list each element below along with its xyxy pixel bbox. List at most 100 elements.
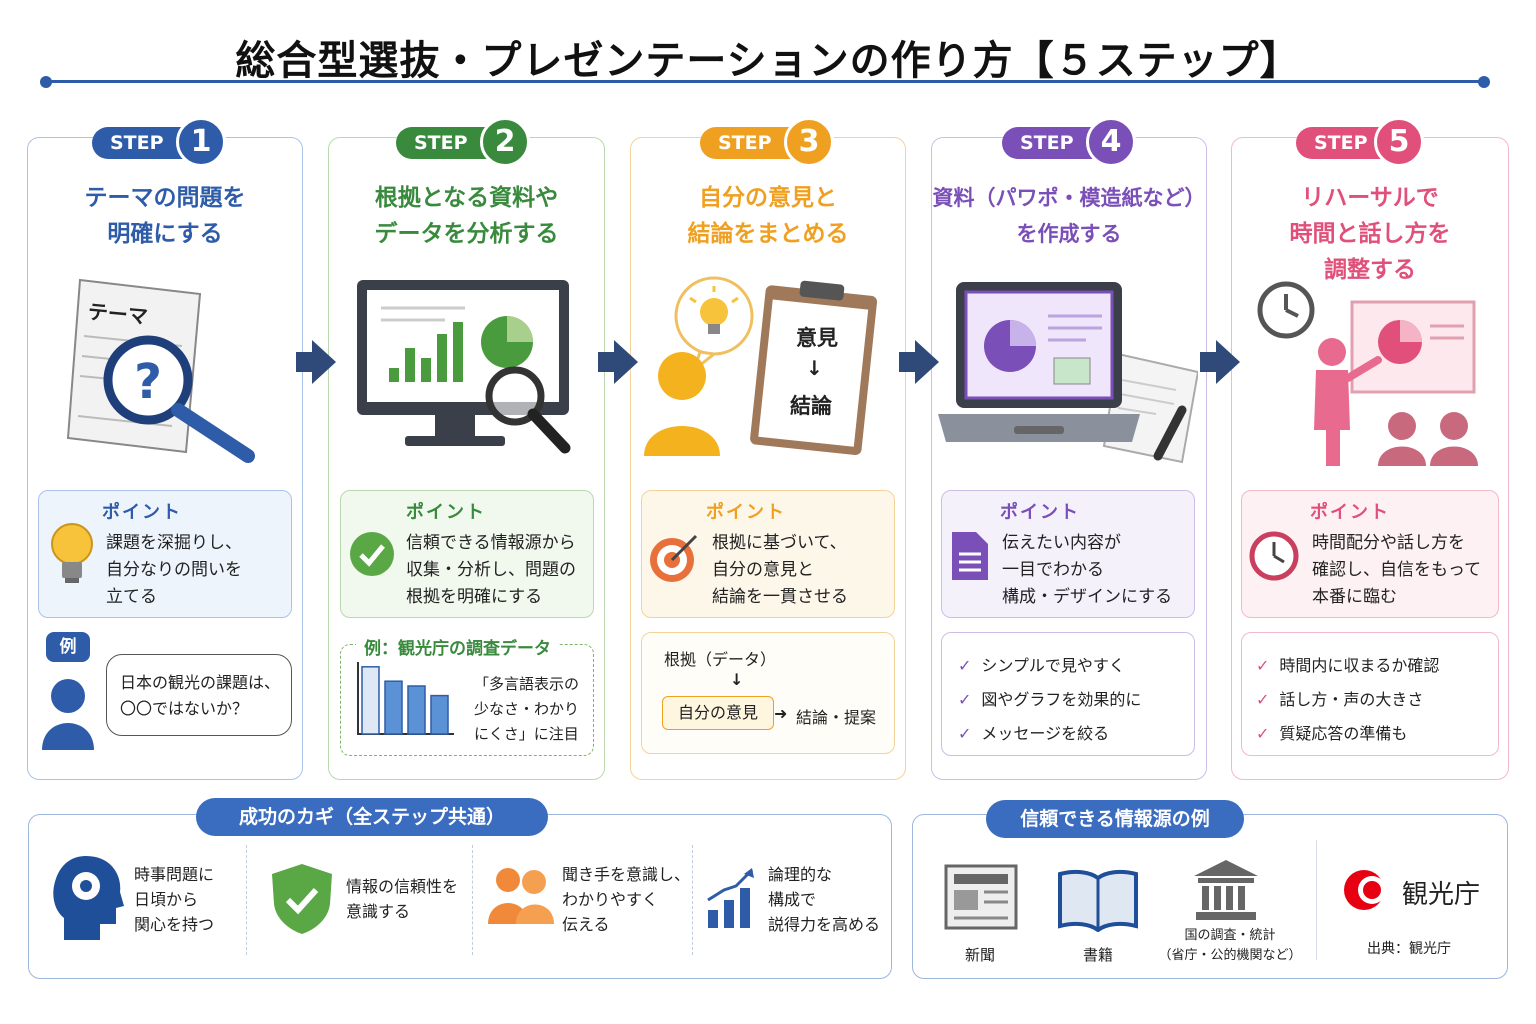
flow-down-arrow-icon: ↓ bbox=[730, 670, 744, 689]
tourism-agency-logo-text: 観光庁 bbox=[1402, 880, 1481, 910]
step-4-point-text: 伝えたい内容が 一目でわかる 構成・デザインにする bbox=[1002, 533, 1173, 607]
document-magnifier-icon: ? bbox=[66, 278, 255, 463]
key-separator bbox=[692, 845, 693, 955]
growth-chart-icon bbox=[707, 868, 754, 928]
flow-opinion-box: 自分の意見 bbox=[662, 696, 774, 730]
example-speech-bubble bbox=[106, 654, 292, 736]
head-idea-icon bbox=[53, 856, 124, 940]
step-5-point-label: ポイント bbox=[1310, 502, 1390, 523]
sources-title: 信頼できる情報源の例 bbox=[986, 800, 1244, 838]
success-keys-title: 成功のカギ（全ステップ共通） bbox=[196, 798, 548, 836]
flow-evidence-label: 根拠（データ） bbox=[664, 650, 777, 669]
key-4-text: 論理的な 構成で 説得力を高める bbox=[768, 865, 881, 934]
check-icon: ✓ bbox=[1256, 724, 1270, 743]
source-government-label: 国の調査・統計 （省庁・公的機関など） bbox=[1158, 928, 1302, 963]
step-5-checklist bbox=[1241, 632, 1499, 756]
audience-icon bbox=[488, 868, 554, 924]
arrow-1-2-bar bbox=[296, 352, 314, 372]
sources-separator bbox=[1316, 840, 1317, 960]
example-tag: 例 bbox=[46, 632, 90, 662]
step-2-title: 根拠となる資料や データを分析する bbox=[374, 185, 559, 247]
person-icon bbox=[42, 679, 94, 750]
person-clipboard-icon bbox=[644, 276, 878, 456]
svg-text:?: ? bbox=[134, 354, 162, 410]
arrow-3-4-bar bbox=[899, 352, 917, 372]
clipboard-conclusion-label: 結論 bbox=[790, 394, 832, 418]
step-2-example-title: 例：観光庁の調査データ bbox=[356, 634, 559, 659]
example-bar-chart bbox=[357, 662, 454, 735]
book-icon bbox=[1058, 869, 1138, 932]
step-4-title: 資料（パワポ・模造紙など） を作成する bbox=[932, 186, 1206, 246]
rehearsal-presenter-icon bbox=[1257, 281, 1478, 466]
clipboard-opinion-label: 意見 bbox=[796, 326, 838, 350]
laptop-slides-icon bbox=[938, 282, 1198, 464]
check-icon: ✓ bbox=[958, 656, 972, 675]
page-title: 総合型選抜・プレゼンテーションの作り方【５ステップ】 bbox=[235, 38, 1301, 84]
chart-bar bbox=[407, 685, 426, 735]
step-5-check-3: ✓質疑応答の準備も bbox=[1256, 724, 1408, 743]
source-credit: 出典：観光庁 bbox=[1367, 941, 1451, 957]
document-icon bbox=[952, 532, 988, 580]
arrow-4-5-bar bbox=[1200, 352, 1218, 372]
check-icon: ✓ bbox=[1256, 690, 1270, 709]
key-2-text: 情報の信頼性を 意識する bbox=[346, 877, 459, 921]
step-5-title: リハーサルで 時間と話し方を 調整する bbox=[1289, 185, 1451, 283]
step-3-title: 自分の意見と 結論をまとめる bbox=[687, 185, 849, 247]
target-icon bbox=[650, 534, 698, 582]
check-icon: ✓ bbox=[1256, 656, 1270, 675]
shield-check-icon bbox=[272, 864, 332, 934]
step-1-point-label: ポイント bbox=[102, 502, 182, 523]
check-icon: ✓ bbox=[958, 724, 972, 743]
theme-paper-label: テーマ bbox=[86, 299, 149, 329]
tourism-agency-logo bbox=[1344, 870, 1386, 910]
step-3-point-text: 根拠に基づいて、 自分の意見と 結論を一貫させる bbox=[712, 533, 848, 607]
step-4-point-label: ポイント bbox=[1000, 502, 1080, 523]
step-3-number: 3 bbox=[784, 117, 834, 167]
key-separator bbox=[246, 845, 247, 955]
step-3-point-label: ポイント bbox=[706, 502, 786, 523]
rule-dot-left bbox=[40, 76, 52, 88]
lightbulb-icon bbox=[51, 523, 93, 583]
example-speech-text: 日本の観光の課題は、 〇〇ではないか？ bbox=[120, 673, 281, 718]
step-1-number: 1 bbox=[176, 117, 226, 167]
arrow-2-3-icon bbox=[614, 340, 638, 384]
arrow-1-2-icon bbox=[312, 340, 336, 384]
step-2-point-text: 信頼できる情報源から 収集・分析し、問題の 根拠を明確にする bbox=[406, 533, 576, 607]
newspaper-icon bbox=[944, 864, 1018, 930]
arrow-3-4-icon bbox=[915, 340, 939, 384]
step-5-check-1: ✓時間内に収まるか確認 bbox=[1256, 656, 1440, 675]
chart-bar bbox=[361, 666, 380, 735]
step-4-check-1: ✓シンプルで見やすく bbox=[958, 656, 1125, 675]
key-1-text: 時事問題に 日頃から 関心を持つ bbox=[134, 865, 215, 934]
step-3-flow-box bbox=[641, 632, 895, 754]
step-2-point-label: ポイント bbox=[406, 502, 486, 523]
clock-icon bbox=[1249, 531, 1299, 581]
step-4-checklist bbox=[941, 632, 1195, 756]
flow-conclusion-label: 結論・提案 bbox=[796, 708, 877, 727]
monitor-chart-icon bbox=[357, 280, 571, 454]
check-icon: ✓ bbox=[958, 690, 972, 709]
step-1-point-text: 課題を深掘りし、 自分なりの問いを 立てる bbox=[106, 533, 242, 607]
step-4-number: 4 bbox=[1086, 117, 1136, 167]
step-2-example-text: 「多言語表示の 少なさ・わかり にくさ」に注目 bbox=[474, 675, 580, 743]
arrow-2-3-bar bbox=[598, 352, 616, 372]
government-building-icon bbox=[1194, 860, 1258, 920]
step-4-check-3: ✓メッセージを絞る bbox=[958, 724, 1110, 743]
step-1-title: テーマの問題を 明確にする bbox=[84, 185, 246, 247]
step-5-check-2: ✓話し方・声の大きさ bbox=[1256, 690, 1424, 709]
checkmark-circle-icon bbox=[350, 532, 394, 576]
rule-dot-right bbox=[1478, 76, 1490, 88]
chart-bar bbox=[430, 694, 449, 735]
key-separator bbox=[472, 845, 473, 955]
clipboard-arrow-icon: ↓ bbox=[806, 356, 823, 380]
step-5-point-text: 時間配分や話し方を 確認し、自信をもって 本番に臨む bbox=[1312, 533, 1482, 607]
arrow-4-5-icon bbox=[1216, 340, 1240, 384]
title-rule bbox=[46, 80, 1484, 83]
step-2-number: 2 bbox=[480, 117, 530, 167]
key-3-text: 聞き手を意識し、 わかりやすく 伝える bbox=[562, 865, 691, 934]
flow-right-arrow-icon: ➜ bbox=[774, 704, 788, 723]
source-book-label: 書籍 bbox=[1082, 946, 1113, 964]
step-5-number: 5 bbox=[1374, 117, 1424, 167]
source-newspaper-label: 新聞 bbox=[964, 946, 995, 964]
chart-bar bbox=[384, 680, 403, 735]
